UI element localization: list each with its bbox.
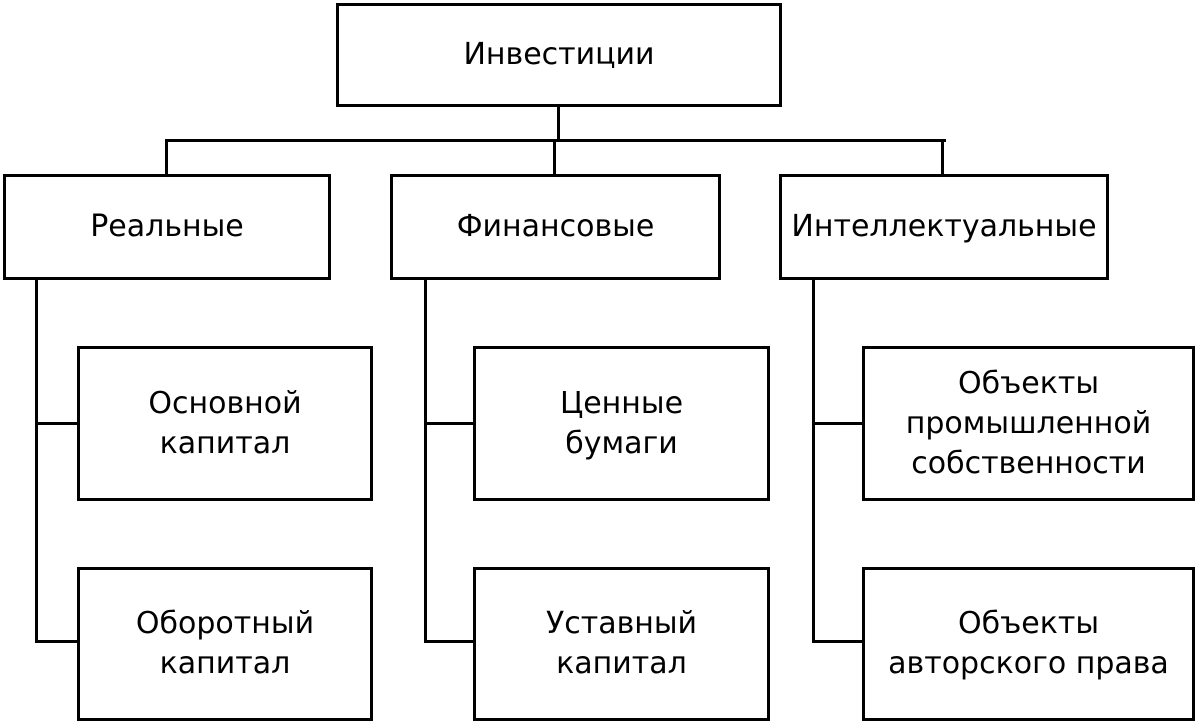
child-node-working-capital: Оборотный капитал [77,567,373,721]
category-node-real: Реальные [3,174,331,280]
child-node-securities: Ценные бумаги [473,346,770,501]
connector-financial-child-1 [424,422,474,425]
child-node-fixed-capital: Основной капитал [77,346,373,501]
connector-intellectual-child-1 [812,422,864,425]
connector-to-financial [553,139,556,175]
connector-to-intellectual [941,139,944,175]
connector-intellectual-spine [812,278,815,643]
child-node-industrial-property: Объекты промышленной собственности [862,346,1195,501]
connector-real-child-1 [35,422,79,425]
category-node-intellectual: Интеллектуальные [779,174,1109,280]
connector-financial-child-2 [424,640,474,643]
connector-real-child-2 [35,640,79,643]
category-node-financial: Финансовые [390,174,721,280]
connector-intellectual-child-2 [812,640,864,643]
connector-root-down [557,105,560,141]
child-node-authorized-capital: Уставный капитал [473,567,770,721]
connector-real-spine [35,278,38,643]
child-node-copyright-objects: Объекты авторского права [862,567,1195,721]
connector-financial-spine [424,278,427,643]
connector-to-real [165,139,168,175]
root-node-investments: Инвестиции [336,3,782,107]
